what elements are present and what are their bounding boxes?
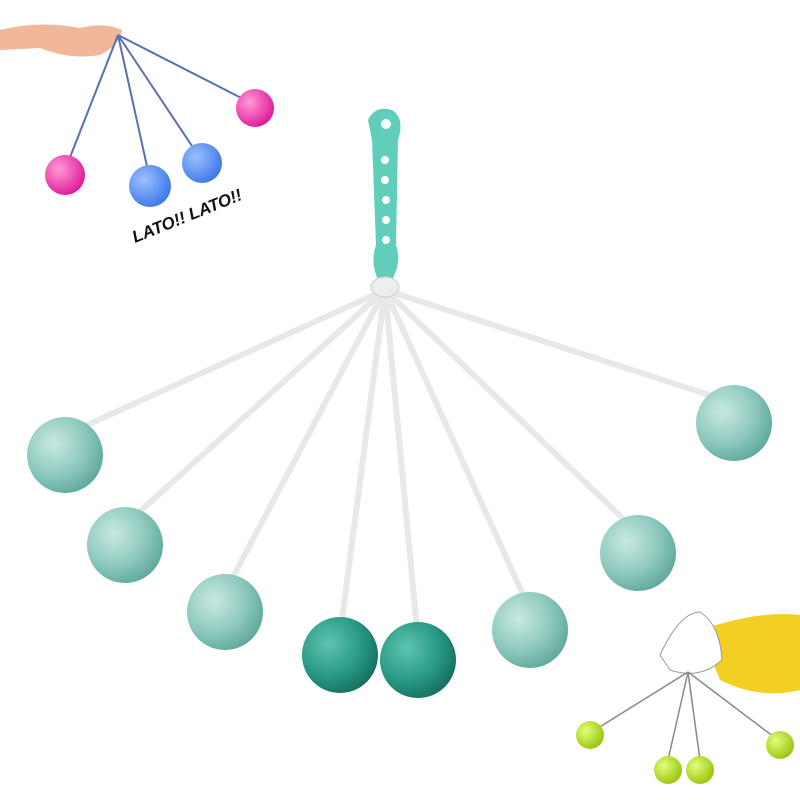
green-ball [654, 756, 682, 784]
blue-ball [182, 143, 222, 183]
balls [27, 385, 772, 698]
teal-ball [27, 417, 103, 493]
teal-ball [302, 617, 378, 693]
string [122, 287, 388, 528]
teal-ball [492, 592, 568, 668]
green-ball [686, 756, 714, 784]
string [382, 287, 641, 536]
pink-ball [45, 155, 85, 195]
pink-ball [236, 89, 274, 127]
string [382, 287, 737, 406]
green-ball [576, 721, 604, 749]
teal-ball [187, 574, 263, 650]
hand-icon [0, 24, 122, 57]
string [222, 287, 388, 595]
teal-ball [87, 507, 163, 583]
string [62, 287, 388, 438]
teal-ball [600, 515, 676, 591]
handle [368, 108, 401, 298]
string [382, 287, 533, 613]
teal-ball [696, 385, 772, 461]
strings [62, 287, 737, 643]
string [337, 287, 388, 638]
gloved-hand-icon [659, 611, 723, 674]
knot [370, 276, 400, 298]
sleeve [700, 614, 800, 694]
teal-ball [380, 622, 456, 698]
inset-arm-demo [576, 611, 800, 784]
string [382, 287, 421, 643]
blue-ball [129, 165, 171, 207]
inset-hand-demo: LATO!! LATO!! [0, 24, 274, 247]
green-ball [766, 731, 794, 759]
